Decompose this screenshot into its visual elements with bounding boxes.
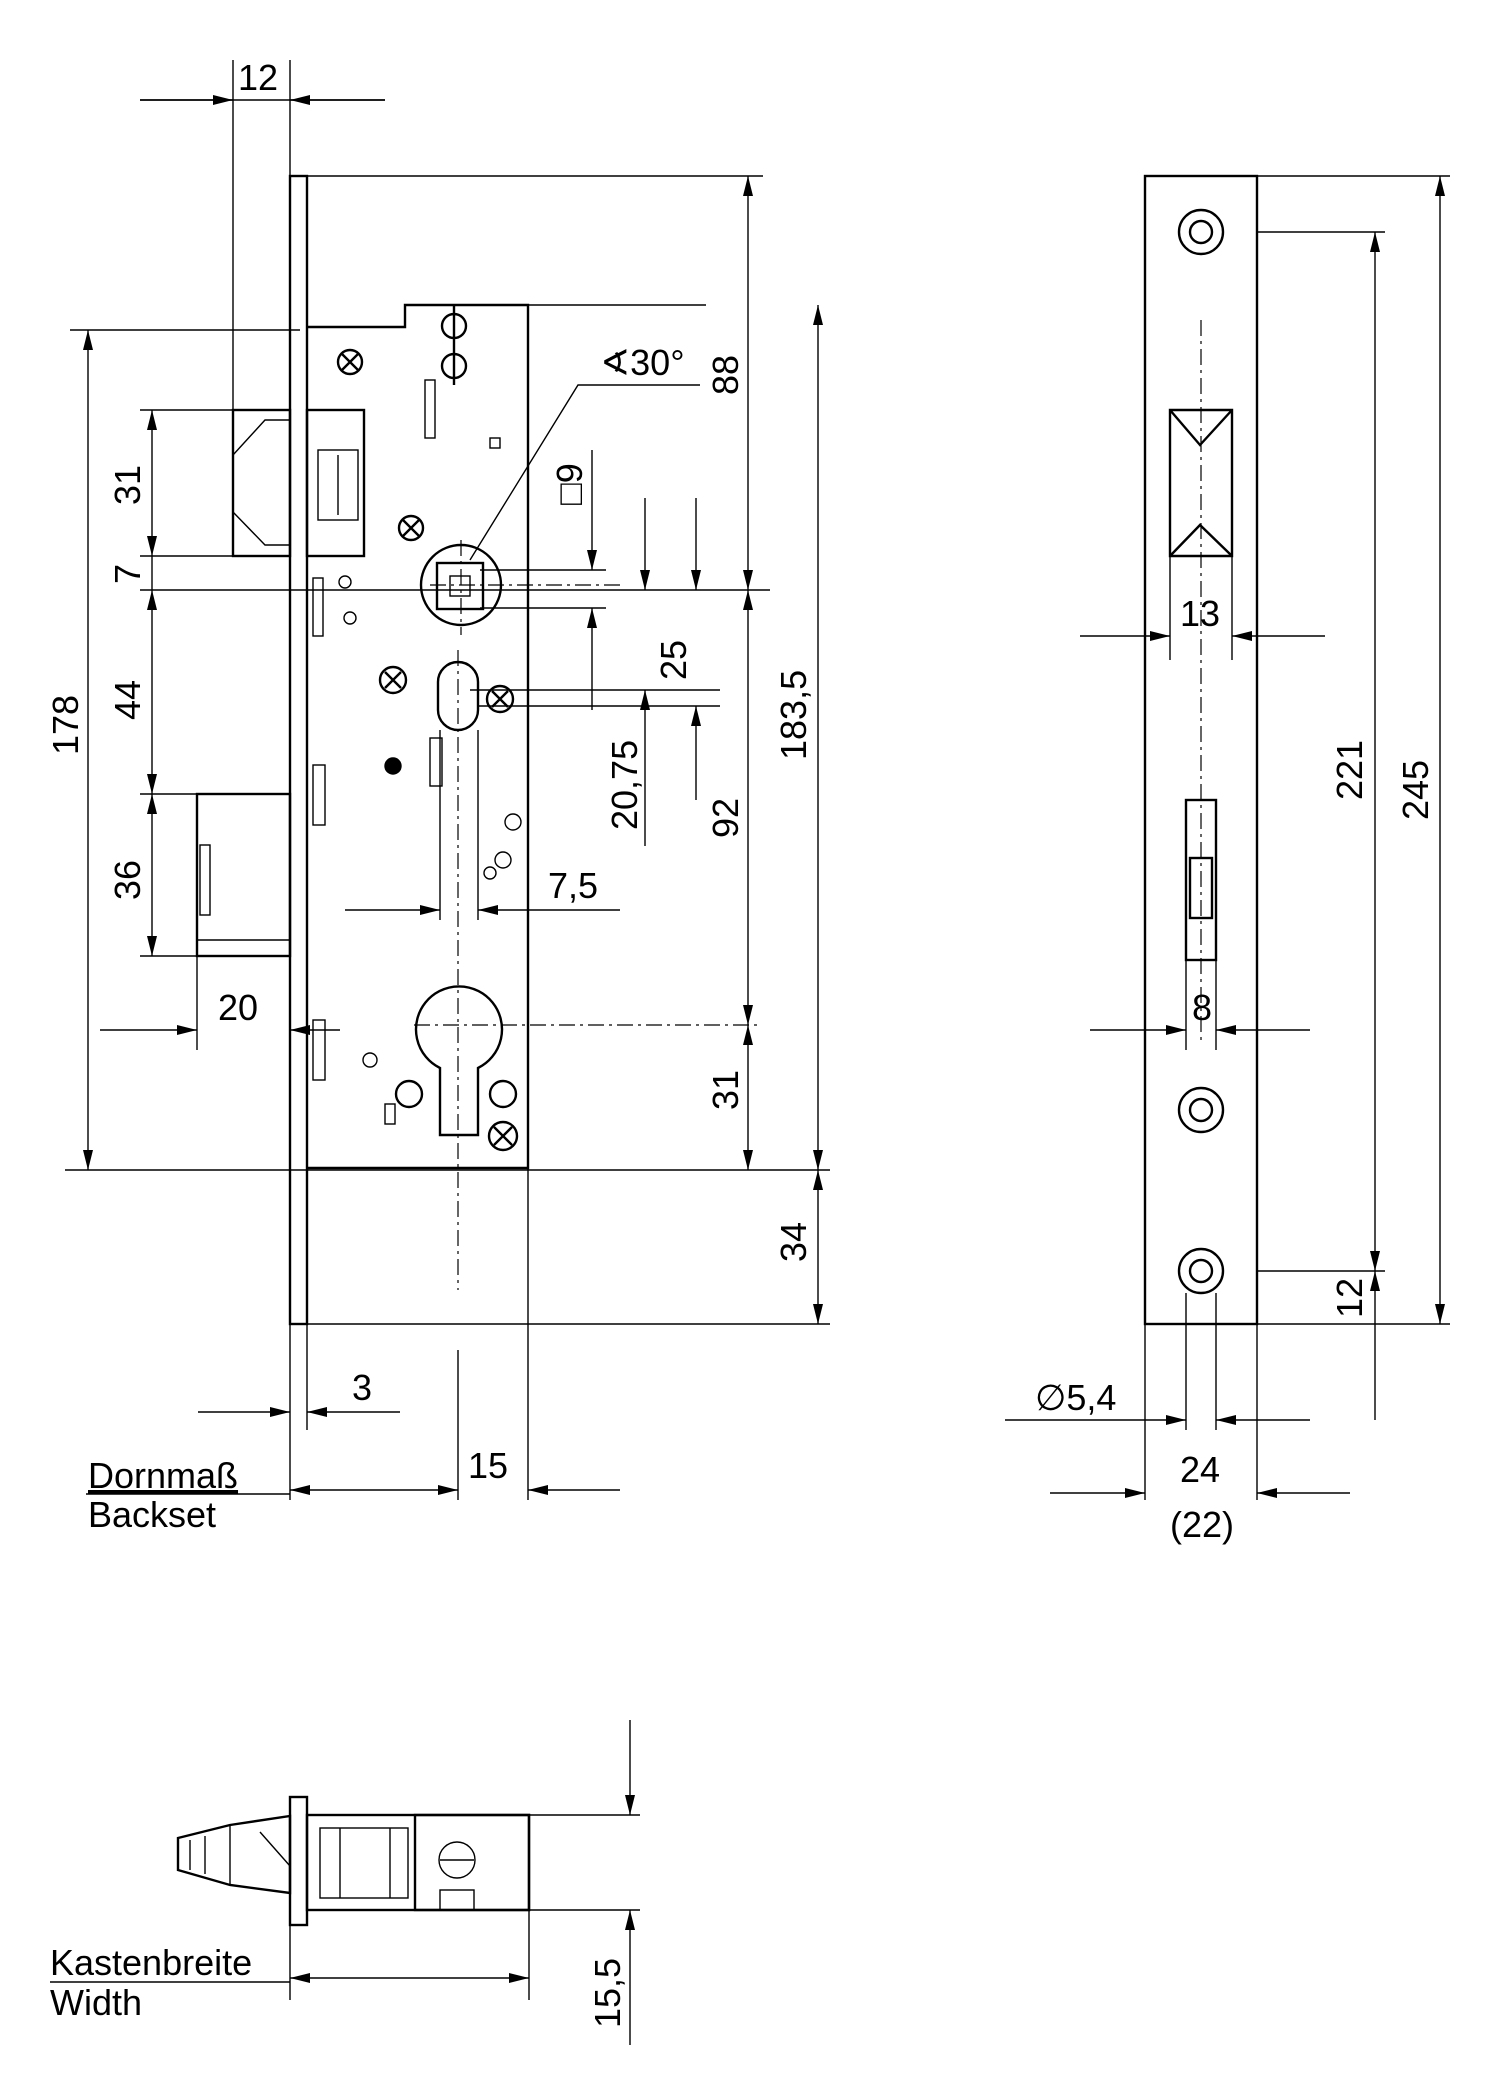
- side-dimension-lines: [1005, 176, 1445, 1498]
- dim-31-latch: 31: [107, 465, 148, 505]
- dim-square-9: □9: [549, 463, 590, 505]
- side-view: 13 8 245 221 12 ∅5,4 24 (22): [1005, 174, 1450, 1545]
- dim-angle-30: ∢30°: [600, 342, 685, 383]
- front-view: 12 178 31 7 44 36 20 3 15 7,5 ∢30° 88 □9…: [45, 57, 830, 1535]
- dim-24: 24: [1180, 1449, 1220, 1490]
- dim-22: (22): [1170, 1504, 1234, 1545]
- width-label-en: Width: [50, 1982, 142, 2023]
- dim-3: 3: [352, 1367, 372, 1408]
- dim-92: 92: [705, 798, 746, 838]
- deadbolt: [195, 792, 292, 958]
- mechanism-details: [312, 379, 522, 1125]
- dim-diameter: ∅5,4: [1035, 1377, 1116, 1418]
- dim-44: 44: [107, 680, 148, 720]
- dim-20: 20: [218, 987, 258, 1028]
- backset-label-en: Backset: [88, 1494, 216, 1535]
- mounting-hole-icon: [1177, 208, 1225, 1295]
- dim-15: 15: [468, 1445, 508, 1486]
- dim-8: 8: [1192, 987, 1212, 1028]
- screw-icon: [336, 305, 519, 1152]
- dim-31-bottom: 31: [705, 1070, 746, 1110]
- dim-7: 7: [107, 564, 148, 584]
- dim-36: 36: [107, 860, 148, 900]
- extension-lines: [65, 60, 830, 1500]
- dim-88: 88: [705, 355, 746, 395]
- dim-25: 25: [653, 640, 694, 680]
- backset-label-de: Dornmaß: [88, 1455, 238, 1496]
- faceplate: [288, 174, 309, 1326]
- top-latch: [176, 1814, 292, 1895]
- width-label-de: Kastenbreite: [50, 1942, 252, 1983]
- top-faceplate: [288, 1795, 309, 1927]
- dim-1835: 183,5: [773, 670, 814, 760]
- dim-75: 7,5: [548, 865, 598, 906]
- dimension-lines: [83, 95, 823, 1495]
- cylinder-profile: [414, 985, 504, 1137]
- side-extension-lines: [1144, 175, 1450, 1500]
- dim-155: 15,5: [587, 1958, 628, 2028]
- dim-221: 221: [1329, 740, 1370, 800]
- top-view: 15,5 Kastenbreite Width: [50, 1720, 640, 2045]
- dim-245: 245: [1395, 760, 1436, 820]
- dim-13: 13: [1180, 593, 1220, 634]
- faceplate-front: [1143, 174, 1259, 1326]
- dim-178: 178: [45, 695, 86, 755]
- latch-bolt: [231, 408, 366, 558]
- dim-34: 34: [773, 1222, 814, 1262]
- dim-12: 12: [238, 57, 278, 98]
- dim-12-hole: 12: [1329, 1278, 1370, 1318]
- dim-2075: 20,75: [604, 740, 645, 830]
